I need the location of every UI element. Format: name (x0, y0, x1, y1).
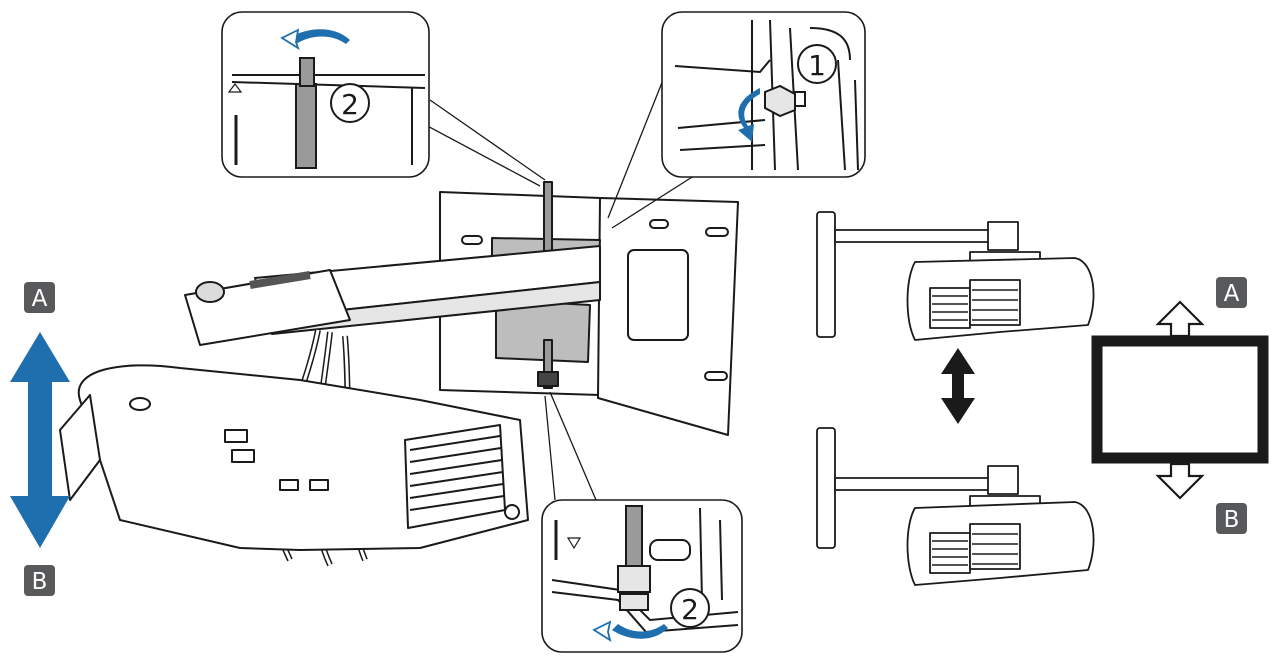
step-2-marker: 2 (341, 88, 359, 121)
up-outline-arrow-icon (1155, 300, 1205, 338)
rotate-arrow-icon (280, 28, 350, 51)
svg-text:A: A (1224, 281, 1240, 307)
direction-b-label-right: B (1216, 503, 1247, 534)
callout-top-left: 2 (221, 11, 430, 178)
vertical-double-arrow-icon (941, 348, 975, 424)
hex-bolt-icon (764, 84, 806, 118)
double-headed-arrow-icon (10, 332, 70, 548)
direction-b-label-left: B (24, 565, 55, 596)
mount-assembly-illustration (59, 181, 739, 567)
callout-top-center: 1 (661, 11, 866, 178)
svg-text:A: A (32, 286, 48, 312)
step-1-marker: 1 (808, 49, 826, 82)
svg-text:B: B (32, 569, 48, 595)
projector-upper-position (816, 211, 1095, 341)
step-2-marker-bottom: 2 (681, 593, 699, 626)
down-outline-arrow-icon (1155, 462, 1205, 500)
direction-a-label-right: A (1216, 277, 1247, 308)
callout-leader-lines (419, 79, 701, 501)
callout-bottom: 2 (541, 499, 743, 653)
projection-screen (1091, 335, 1269, 464)
rotate-arrow-icon (592, 620, 668, 642)
svg-text:B: B (1224, 507, 1240, 533)
projector-lower-position (816, 427, 1095, 586)
rotate-arrow-icon (738, 88, 760, 142)
direction-a-label-left: A (24, 282, 55, 313)
